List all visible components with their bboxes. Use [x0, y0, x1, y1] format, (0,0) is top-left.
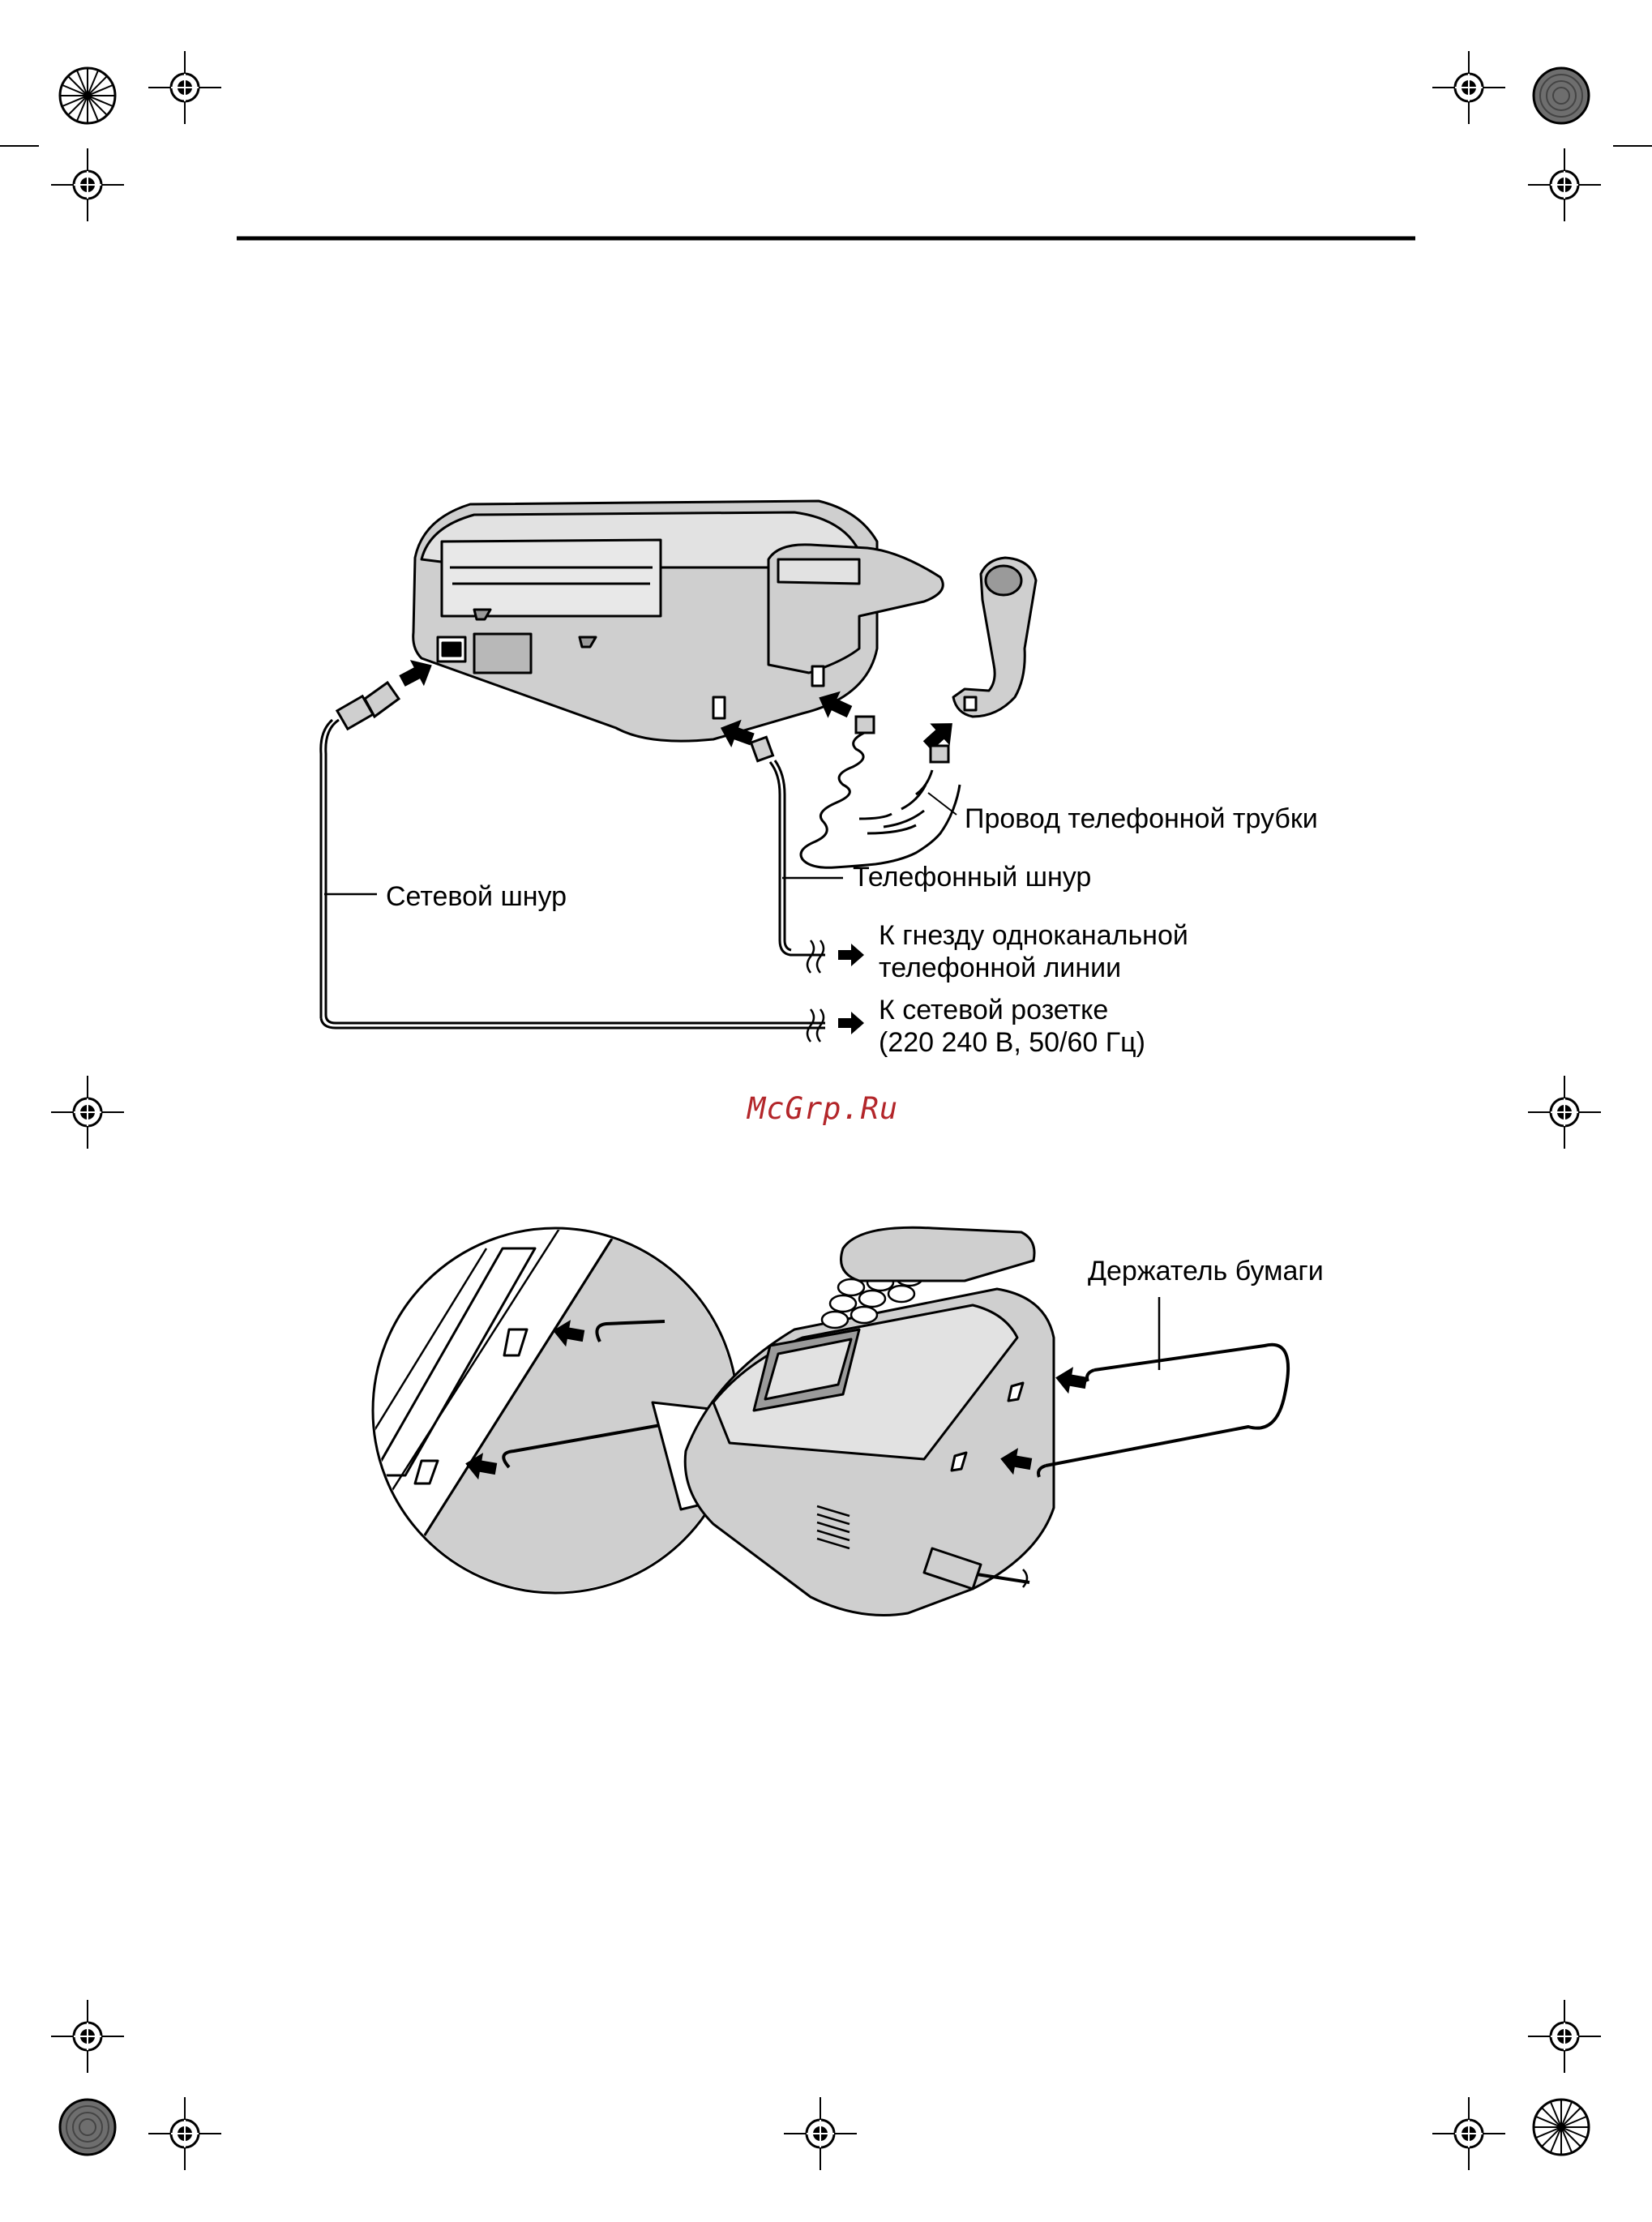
handset-cord-label: Провод телефонной трубки [965, 803, 1318, 835]
phone-jack-label-line1: К гнезду одноканальной [879, 919, 1188, 952]
fax-rear-illustration [413, 501, 1036, 741]
watermark: McGrp.Ru [747, 1091, 898, 1126]
destination-arrows [838, 944, 864, 1034]
power-cord-label: Сетевой шнур [386, 880, 567, 913]
paper-holder-label: Держатель бумаги [1088, 1255, 1324, 1287]
phone-jack-label-line2: телефонной линии [879, 952, 1121, 984]
power-outlet-label-line2: (220 240 В, 50/60 Гц) [879, 1026, 1145, 1059]
telephone-cord [751, 737, 825, 973]
telephone-cord-label: Телефонный шнур [853, 861, 1091, 893]
power-outlet-label-line1: К сетевой розетке [879, 994, 1108, 1026]
